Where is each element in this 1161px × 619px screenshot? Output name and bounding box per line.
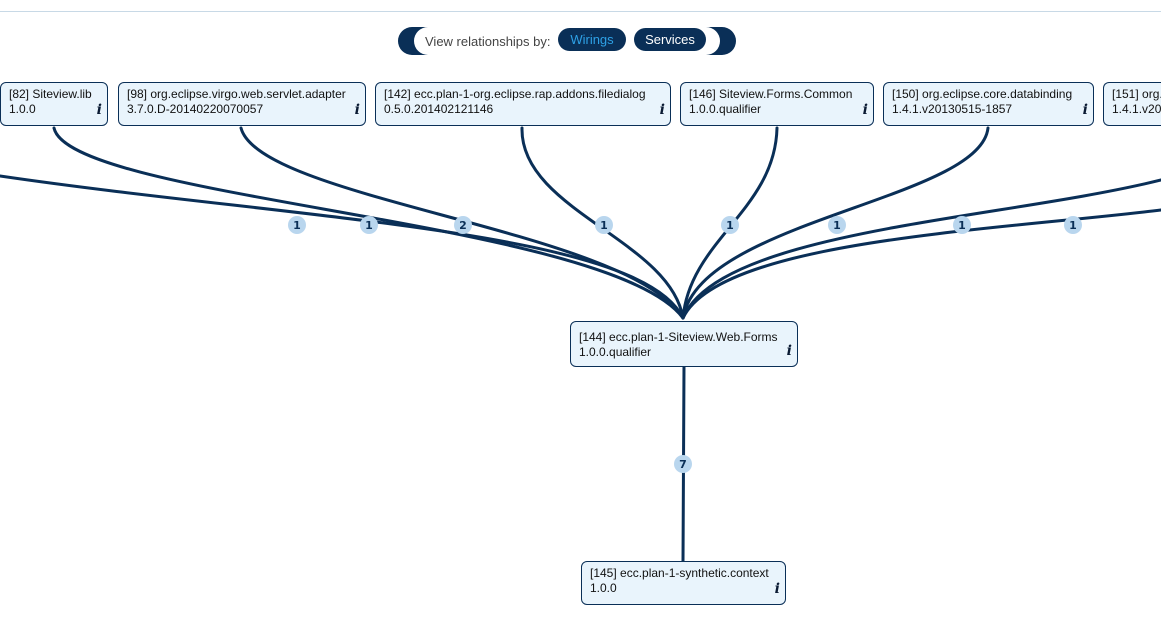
bundle-version: 0.5.0.201402121146 <box>384 102 494 116</box>
bundle-node[interactable]: [150] org.eclipse.core.databinding 1.4.1… <box>883 82 1094 126</box>
wiring-count-badge[interactable]: 2 <box>454 216 472 234</box>
wirings-toggle[interactable]: Wirings <box>558 28 626 51</box>
bundle-node[interactable]: [82] Siteview.lib 1.0.0 i <box>0 82 108 126</box>
bundle-node[interactable]: [151] org. 1.4.1.v20 <box>1103 82 1161 126</box>
info-icon[interactable]: i <box>1082 102 1088 118</box>
svg-text:7: 7 <box>679 458 687 471</box>
svg-text:1: 1 <box>1069 219 1077 232</box>
bundle-name: [146] Siteview.Forms.Common <box>689 87 853 101</box>
wiring-edge <box>0 174 685 320</box>
services-toggle[interactable]: Services <box>634 28 706 51</box>
wiring-count-badge[interactable]: 1 <box>288 216 306 234</box>
svg-text:1: 1 <box>833 219 841 232</box>
svg-text:1: 1 <box>365 219 373 232</box>
bundle-node[interactable]: [146] Siteview.Forms.Common 1.0.0.qualif… <box>680 82 874 126</box>
bundle-node[interactable]: [145] ecc.plan-1-synthetic.context 1.0.0… <box>581 561 786 605</box>
bundle-version: 1.0.0 <box>590 581 617 595</box>
bundle-version: 1.4.1.v20 <box>1112 102 1161 116</box>
wiring-count-badge[interactable]: 1 <box>828 216 846 234</box>
switcher-label: View relationships by: <box>425 34 551 49</box>
switcher-left-cap <box>398 27 428 55</box>
info-icon[interactable]: i <box>96 102 102 118</box>
bundle-version: 1.0.0.qualifier <box>579 345 652 359</box>
info-icon[interactable]: i <box>774 581 780 597</box>
bundle-version: 1.0.0 <box>9 102 36 116</box>
wiring-count-badge[interactable]: 1 <box>953 216 971 234</box>
relationship-switcher: View relationships by: Wirings Services <box>398 27 736 55</box>
info-icon[interactable]: i <box>862 102 868 118</box>
bundle-name: [82] Siteview.lib <box>9 87 92 101</box>
wiring-edge <box>52 126 685 320</box>
svg-text:1: 1 <box>293 219 301 232</box>
info-icon[interactable]: i <box>354 102 360 118</box>
svg-text:1: 1 <box>958 219 966 232</box>
bundle-version: 3.7.0.D-20140220070057 <box>127 102 264 116</box>
wiring-edge <box>681 178 1161 320</box>
bundle-name: [98] org.eclipse.virgo.web.servlet.adapt… <box>127 87 346 101</box>
bundle-node[interactable]: [142] ecc.plan-1-org.eclipse.rap.addons.… <box>375 82 671 126</box>
bundle-node[interactable]: [98] org.eclipse.virgo.web.servlet.adapt… <box>118 82 366 126</box>
bundle-name: [144] ecc.plan-1-Siteview.Web.Forms <box>579 330 778 344</box>
selected-bundle-node[interactable]: [144] ecc.plan-1-Siteview.Web.Forms 1.0.… <box>570 321 798 367</box>
wiring-count-badge[interactable]: 1 <box>1064 216 1082 234</box>
svg-text:1: 1 <box>726 219 734 232</box>
wiring-edge <box>681 208 1161 320</box>
wiring-edge <box>681 126 990 320</box>
wiring-edge <box>239 126 685 320</box>
info-icon[interactable]: i <box>786 343 792 359</box>
bundle-name: [150] org.eclipse.core.databinding <box>892 87 1073 101</box>
bundle-name: [142] ecc.plan-1-org.eclipse.rap.addons.… <box>384 87 646 101</box>
bundle-name: [145] ecc.plan-1-synthetic.context <box>590 566 769 580</box>
svg-text:1: 1 <box>600 219 608 232</box>
bundle-version: 1.4.1.v20130515-1857 <box>892 102 1013 116</box>
wiring-count-badge[interactable]: 1 <box>595 216 613 234</box>
svg-text:2: 2 <box>459 219 467 232</box>
wiring-count-badge[interactable]: 1 <box>360 216 378 234</box>
wiring-count-badge[interactable]: 1 <box>721 216 739 234</box>
info-icon[interactable]: i <box>659 102 665 118</box>
wiring-count-badge[interactable]: 7 <box>674 455 692 473</box>
top-divider <box>0 11 1161 12</box>
bundle-version: 1.0.0.qualifier <box>689 102 762 116</box>
switcher-right-cap <box>706 27 736 55</box>
bundle-name: [151] org. <box>1112 87 1161 101</box>
